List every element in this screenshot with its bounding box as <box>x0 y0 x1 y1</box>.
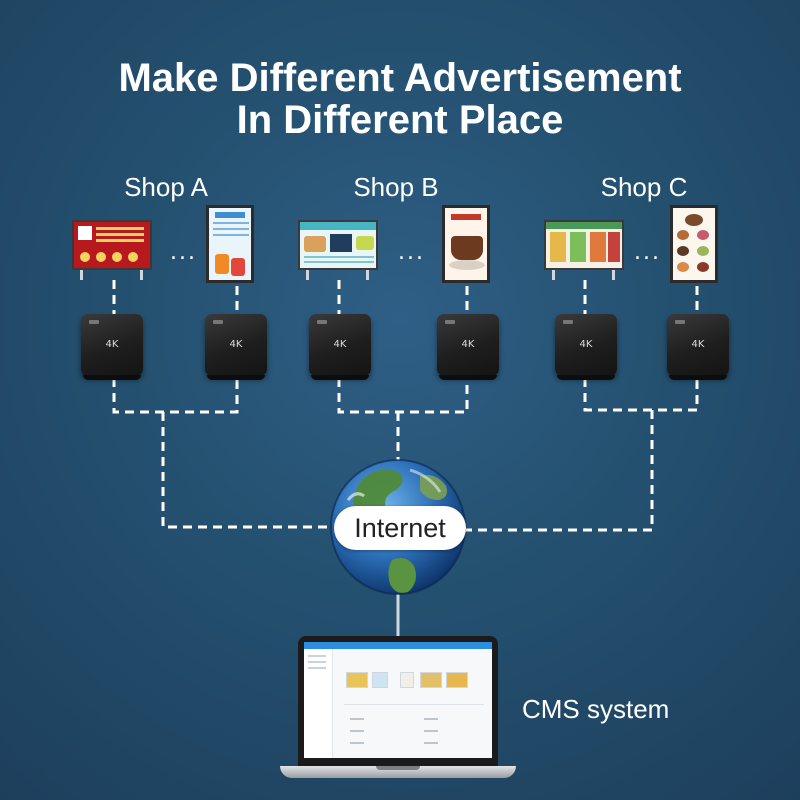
title-line-2: In Different Place <box>236 98 564 142</box>
cms-media-thumb <box>420 672 442 688</box>
tv-icon <box>544 220 624 270</box>
shop-b-bus <box>337 378 469 414</box>
player-logo <box>213 320 223 324</box>
player-4k-label: 4K <box>691 339 705 350</box>
cms-system-label: CMS system <box>522 694 670 724</box>
player-4k-label: 4K <box>229 339 243 350</box>
cms-media-thumb <box>372 672 388 688</box>
dashed-links <box>112 280 699 532</box>
internet-label: Internet <box>334 506 466 550</box>
player-4k-label: 4K <box>461 339 475 350</box>
tv-icon <box>298 220 378 270</box>
shop-c-label: Shop C <box>600 172 688 202</box>
shop-a-bus <box>112 378 239 414</box>
media-player-icon: 4K <box>555 314 617 380</box>
tv-stand <box>306 270 309 280</box>
cms-screen <box>304 642 492 758</box>
tv-stand <box>80 270 83 280</box>
laptop-notch <box>376 766 420 770</box>
cms-media-thumb <box>346 672 368 688</box>
tv-stand <box>140 270 143 280</box>
ellipsis: ... <box>170 240 197 265</box>
player-logo <box>89 320 99 324</box>
player-4k-label: 4K <box>579 339 593 350</box>
tv-icon <box>72 220 152 270</box>
shop-a-to-internet <box>161 412 334 529</box>
cms-media-thumb <box>446 672 468 688</box>
player-logo <box>445 320 455 324</box>
cms-media-thumb <box>400 672 414 688</box>
media-player-icon: 4K <box>667 314 729 380</box>
tv-stand <box>552 270 555 280</box>
player-logo <box>563 320 573 324</box>
poster-icon <box>670 205 718 283</box>
tv-stand <box>366 270 369 280</box>
cms-topbar <box>304 642 492 649</box>
ellipsis: ... <box>398 240 425 265</box>
shop-b-label: Shop B <box>353 172 439 202</box>
laptop-base <box>280 766 516 778</box>
laptop-icon <box>298 636 498 766</box>
shop-a-label: Shop A <box>124 172 208 202</box>
cms-sidebar <box>304 649 333 758</box>
poster-icon <box>206 205 254 283</box>
title-line-1: Make Different Advertisement <box>118 56 682 100</box>
shop-c-bus <box>583 378 699 412</box>
media-player-icon: 4K <box>81 314 143 380</box>
ellipsis: ... <box>634 240 661 265</box>
media-player-icon: 4K <box>205 314 267 380</box>
poster-icon <box>442 205 490 283</box>
media-player-icon: 4K <box>437 314 499 380</box>
media-player-icon: 4K <box>309 314 371 380</box>
shop-c-to-internet <box>466 410 654 532</box>
player-4k-label: 4K <box>333 339 347 350</box>
tv-stand <box>612 270 615 280</box>
player-4k-label: 4K <box>105 339 119 350</box>
player-logo <box>317 320 327 324</box>
player-logo <box>675 320 685 324</box>
